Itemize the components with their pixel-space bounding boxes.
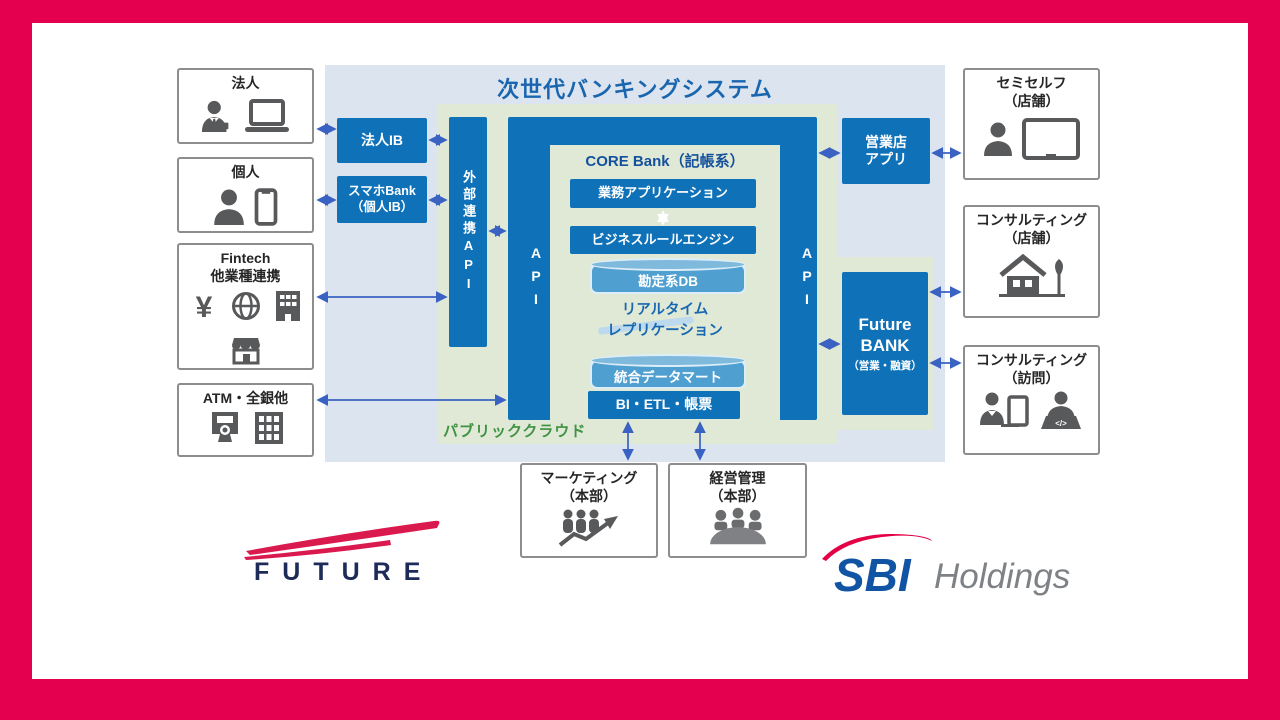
fintech-title: Fintech 他業種連携 [210,250,281,284]
datamart-label: 統合データマート [614,370,722,385]
sbi-logo-suffix: Holdings [934,557,1071,596]
corporate-box: 法人 [177,68,314,144]
svg-text:¥: ¥ [195,291,212,321]
atm-icon [211,411,238,442]
cylinder-cap [590,354,746,367]
globe-icon [231,292,260,320]
management-box: 経営管理 （本部） [668,463,807,558]
tablet-icon [1022,118,1080,160]
future-bank-box: Future BANK （営業・融資） [842,272,928,415]
yen-icon: ¥ [195,291,212,321]
consulting-visit-box: コンサルティング （訪問） </> [963,345,1100,455]
rule-engine-box: ビジネスルールエンジン [570,226,756,254]
replication-label: リアルタイム レプリケーション [607,302,723,340]
consulting-store-box: コンサルティング （店舗） [963,205,1100,318]
future-logo-text: FUTURE [254,558,434,586]
consulting-store-title: コンサルティング （店舗） [975,212,1088,246]
sbi-logo-text: SBI [834,549,911,601]
person-icon [214,189,244,225]
datamart-cylinder: 統合データマート [590,354,746,389]
api-left-label: API [528,245,544,314]
marketing-box: マーケティング （本部） [520,463,658,558]
businessman-icon [201,100,229,132]
future-logo-swoosh [244,520,440,560]
individual-title: 個人 [231,164,260,180]
external-api-bar: 外部連携API [449,117,487,347]
office-building-icon [275,291,300,321]
storefront-icon [231,338,260,365]
business-app-box: 業務アプリケーション [570,179,756,208]
public-cloud-label: パブリッククラウド [443,423,587,440]
laptop-icon [245,98,289,132]
sumaho-bank-box: スマホBank （個人IB） [337,176,427,223]
account-db-cylinder: 勘定系DB [590,258,746,294]
cylinder-cap [590,258,746,271]
meeting-icon [709,507,766,545]
diagram-title: 次世代バンキングシステム [497,77,773,102]
svg-text:</>: </> [1055,419,1067,428]
marketing-title: マーケティング （本部） [540,470,638,504]
house-icon [998,253,1065,297]
person-icon [984,122,1012,156]
future-bank-name: Future BANK [858,315,912,356]
api-right-label: API [799,245,815,314]
sbi-logo: SBI Holdings [818,525,1118,605]
atm-box: ATM・全銀他 [177,383,314,457]
bi-etl-box: BI・ETL・帳票 [588,391,740,419]
semi-self-box: セミセルフ （店舗） [963,68,1100,180]
corporate-title: 法人 [231,75,260,91]
account-db-label: 勘定系DB [638,274,698,289]
fintech-box: Fintech 他業種連携 ¥ [177,243,314,370]
consulting-visit-title: コンサルティング （訪問） [975,352,1088,386]
sbi-logo-arc [822,534,932,561]
businessman-tablet-icon [979,392,1029,427]
management-title: 経営管理 （本部） [709,470,766,504]
bank-building-icon [254,411,283,444]
individual-box: 個人 [177,157,314,233]
atm-title: ATM・全銀他 [202,390,289,406]
growth-chart-icon [558,509,618,547]
future-bank-sub: （営業・融資） [848,359,922,372]
houjin-ib-box: 法人IB [337,118,427,163]
smartphone-icon [254,187,278,226]
semi-self-title: セミセルフ （店舗） [996,75,1067,109]
laptop-person-icon: </> [1040,391,1081,429]
core-bank-title: CORE Bank（記帳系） [585,153,745,170]
future-logo: FUTURE [238,510,453,595]
branch-app-box: 営業店 アプリ [842,118,930,184]
